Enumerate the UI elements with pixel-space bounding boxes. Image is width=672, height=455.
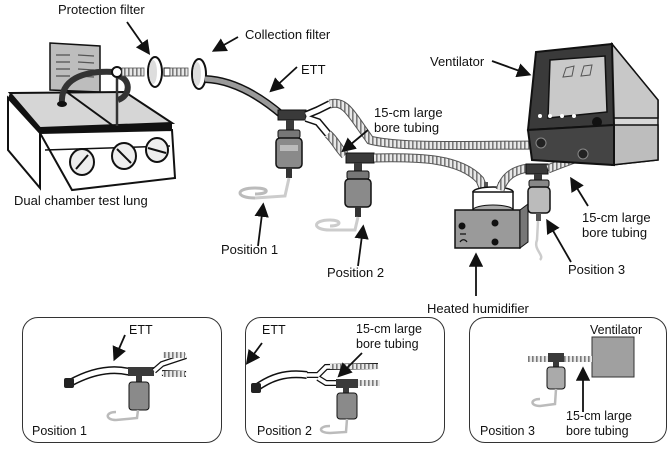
annotation-arrows [126,21,589,296]
label-ventilator: Ventilator [430,54,485,69]
label-ett: ETT [301,62,326,77]
label-position-3: Position 3 [568,262,626,277]
label-position-2: Position 2 [327,265,385,280]
inset-1-ett-label: ETT [129,323,153,337]
inset-panel-position-2 [245,317,445,443]
inset-2-position-label: Position 2 [257,424,312,438]
inset-2-tubing-label: 15-cm large bore tubing [356,322,422,351]
ventilator-icon [526,41,659,167]
protection-filter-icon [147,56,163,88]
inset-3-position-label: Position 3 [480,424,535,438]
inset-1-illustration [64,352,187,422]
inset-3-illustration [528,336,635,408]
t-piece-position-3 [525,163,549,180]
inset-arrows [112,334,591,412]
humidifier-icon [454,182,529,249]
label-test-lung: Dual chamber test lung [14,193,148,208]
t-piece-position-2 [345,152,375,171]
label-tubing-right: 15-cm large bore tubing [582,210,651,240]
label-protection-filter: Protection filter [58,2,145,17]
collection-filter-icon [191,58,207,90]
inset-2-illustration [251,363,380,435]
label-position-1: Position 1 [221,242,279,257]
inset-2-ett-label: ETT [262,323,286,337]
inset-3-tubing-label: 15-cm large bore tubing [566,409,632,438]
nebulizer-position-3 [527,179,551,261]
test-lung-device [7,42,177,192]
label-humidifier: Heated humidifier [427,301,529,316]
inset-3-ventilator-label: Ventilator [590,323,643,337]
ett-tube [204,75,285,119]
t-piece-position-1 [277,100,332,137]
label-collection-filter: Collection filter [245,27,331,42]
inset-panel-position-3 [469,317,667,443]
inset-1-position-label: Position 1 [32,424,87,438]
inset-panel-position-1 [22,317,222,443]
nebulizer-position-1 [238,129,303,200]
nebulizer-position-2 [315,170,372,232]
label-tubing-upper: 15-cm large bore tubing [374,105,443,135]
